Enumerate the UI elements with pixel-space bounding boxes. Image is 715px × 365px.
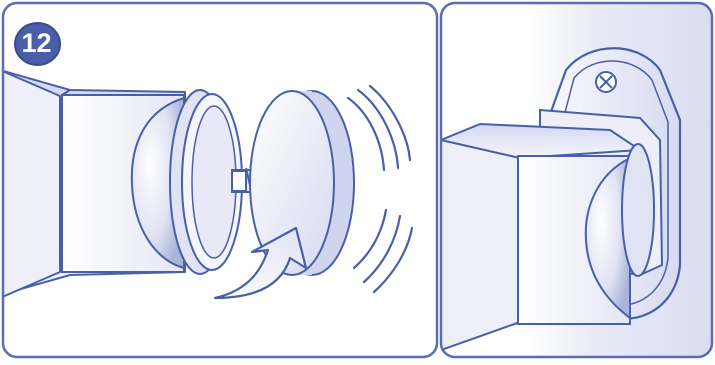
left-panel-frame	[1, 1, 439, 359]
right-panel-frame	[439, 1, 714, 359]
left-panel	[3, 69, 414, 300]
rotation-arrow-icon	[213, 226, 308, 300]
bracket-screw-top-icon	[595, 71, 617, 93]
vibration-lines-icon	[346, 84, 414, 294]
step-badge: 12	[14, 22, 61, 66]
step-badge-circle	[14, 22, 61, 66]
right-panel	[441, 3, 712, 357]
end-cap-disc	[249, 90, 355, 276]
step-number: 12	[21, 28, 52, 58]
curtain-rod-in-bracket	[441, 123, 655, 351]
curtain-rod-end	[3, 69, 243, 299]
